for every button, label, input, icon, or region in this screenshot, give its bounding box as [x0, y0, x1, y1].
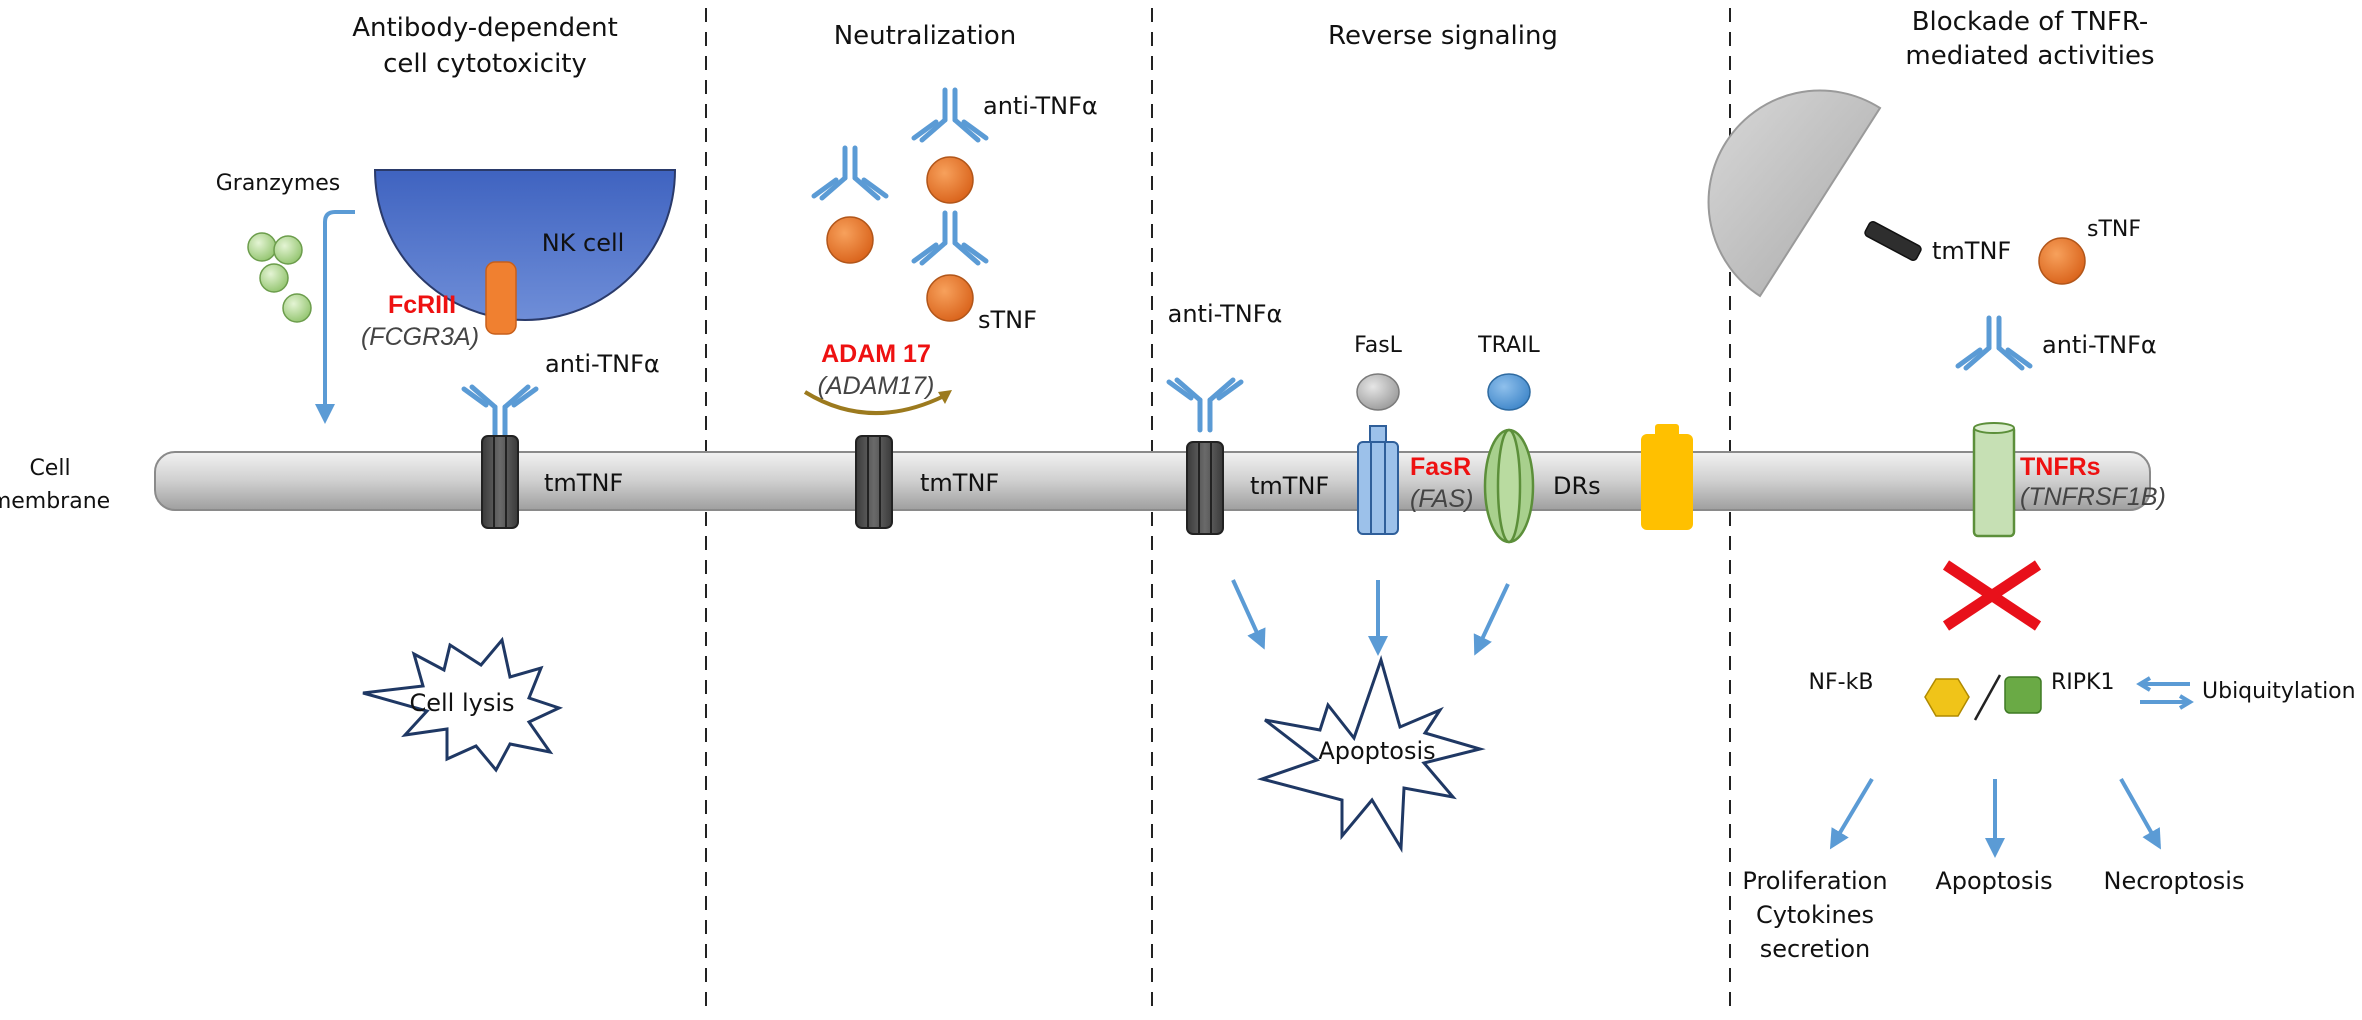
neutralization-antibody-1 — [914, 90, 986, 140]
neutralization-title: Neutralization — [834, 21, 1017, 51]
membrane-label-line2: membrane — [0, 489, 110, 514]
granzyme-arrow — [315, 210, 355, 424]
blockade-tmtnf — [1864, 220, 1922, 262]
blockade-antibody-label: anti-TNFα — [2042, 331, 2157, 359]
adcc-tmtnf-label: tmTNF — [544, 469, 623, 497]
outcome-proliferation-line2: Cytokines — [1756, 901, 1874, 929]
fasl-label: FasL — [1354, 333, 1403, 358]
neutralization-stnf-2 — [826, 216, 874, 264]
nk-cell — [373, 169, 677, 321]
outcome-proliferation-line1: Proliferation — [1742, 867, 1887, 895]
blockade-antibody — [1958, 318, 2030, 368]
adam17-arrowhead — [938, 390, 952, 404]
tnfrs-gene-label: (TNFRSF1B) — [2020, 483, 2166, 511]
neutralization-stnf-3 — [926, 274, 974, 322]
cell-membrane — [154, 451, 2151, 511]
nfkb-hexagon — [1924, 678, 1970, 717]
adcc-antibody — [464, 387, 536, 437]
adcc-title-line1: Antibody-dependent — [352, 13, 618, 43]
blockade-tmtnf-label: tmTNF — [1932, 237, 2011, 265]
adcc-tmtnf — [481, 435, 519, 529]
reverse-apoptosis-arrows — [1231, 579, 1510, 656]
blockade-title-line2: mediated activities — [1905, 41, 2154, 71]
orange-receptor — [1641, 424, 1693, 530]
granzyme-granules — [247, 232, 312, 323]
outcome-proliferation-line3: secretion — [1760, 935, 1871, 963]
adam17-cleavage-arrow — [803, 390, 945, 416]
reverse-antibody — [1169, 380, 1241, 430]
trail-death-receptor — [1483, 428, 1535, 544]
fasr-label: FasR — [1410, 453, 1471, 481]
adam17-gene-label: (ADAM17) — [818, 372, 935, 400]
reverse-tmtnf — [1186, 441, 1224, 535]
neutralization-complexes — [814, 90, 986, 322]
outcome-apoptosis: Apoptosis — [1935, 867, 2052, 895]
fasl-ligand — [1356, 373, 1400, 411]
nfkb-ripk1-divider — [1973, 674, 2002, 721]
fasr-gene-label: (FAS) — [1410, 485, 1473, 513]
reverse-apoptosis-label: Apoptosis — [1318, 737, 1435, 765]
tnfr-receptor — [1972, 422, 2016, 538]
fasr-receptor — [1357, 425, 1399, 535]
blockade-cross — [1942, 560, 2042, 631]
ubiquitylation-arrows — [2136, 676, 2194, 710]
ubiquitylation-label: Ubiquitylation — [2202, 679, 2356, 704]
outcome-necroptosis: Necroptosis — [2104, 867, 2245, 895]
neutralization-stnf-label: sTNF — [978, 306, 1037, 334]
adcc-antibody-label: anti-TNFα — [545, 350, 660, 378]
neutralization-antibody-label: anti-TNFα — [983, 92, 1098, 120]
nfkb-label: NF-kB — [1809, 670, 1874, 695]
ripk1-square — [2004, 676, 2042, 714]
adcc-title-line2: cell cytotoxicity — [383, 49, 587, 79]
blockade-outcome-arrows — [1829, 777, 2161, 858]
blockade-stnf — [2038, 237, 2086, 285]
reverse-signaling-title: Reverse signaling — [1328, 21, 1558, 51]
neutralization-antibody-2 — [814, 148, 886, 198]
blockade-title-line1: Blockade of TNFR- — [1912, 7, 2149, 37]
cell-lysis-label: Cell lysis — [409, 689, 514, 717]
cell-lysis-burst — [362, 636, 564, 773]
tnf-producing-cell — [1707, 89, 1882, 298]
ripk1-label: RIPK1 — [2051, 670, 2114, 695]
neutralization-tmtnf-label: tmTNF — [920, 469, 999, 497]
membrane-label-line1: Cell — [29, 456, 70, 481]
neutralization-stnf-1 — [926, 156, 974, 204]
fcr3-label: FcRIII — [388, 291, 456, 319]
granzymes-label: Granzymes — [216, 171, 341, 196]
reverse-tmtnf-label: tmTNF — [1250, 472, 1329, 500]
blockade-stnf-label: sTNF — [2087, 217, 2141, 242]
adam17-label: ADAM 17 — [821, 340, 931, 368]
drs-label: DRs — [1553, 472, 1601, 500]
fcr3-receptor — [485, 261, 517, 335]
reverse-antibody-label: anti-TNFα — [1168, 300, 1283, 328]
trail-label: TRAIL — [1477, 333, 1540, 358]
tnfrs-label: TNFRs — [2020, 453, 2101, 481]
fcr3-gene-label: (FCGR3A) — [361, 323, 479, 351]
nk-cell-label: NK cell — [542, 229, 625, 257]
neutralization-antibody-3 — [914, 213, 986, 263]
trail-ligand — [1487, 373, 1531, 411]
apoptosis-burst — [1256, 655, 1486, 853]
neutralization-tmtnf — [855, 435, 893, 529]
